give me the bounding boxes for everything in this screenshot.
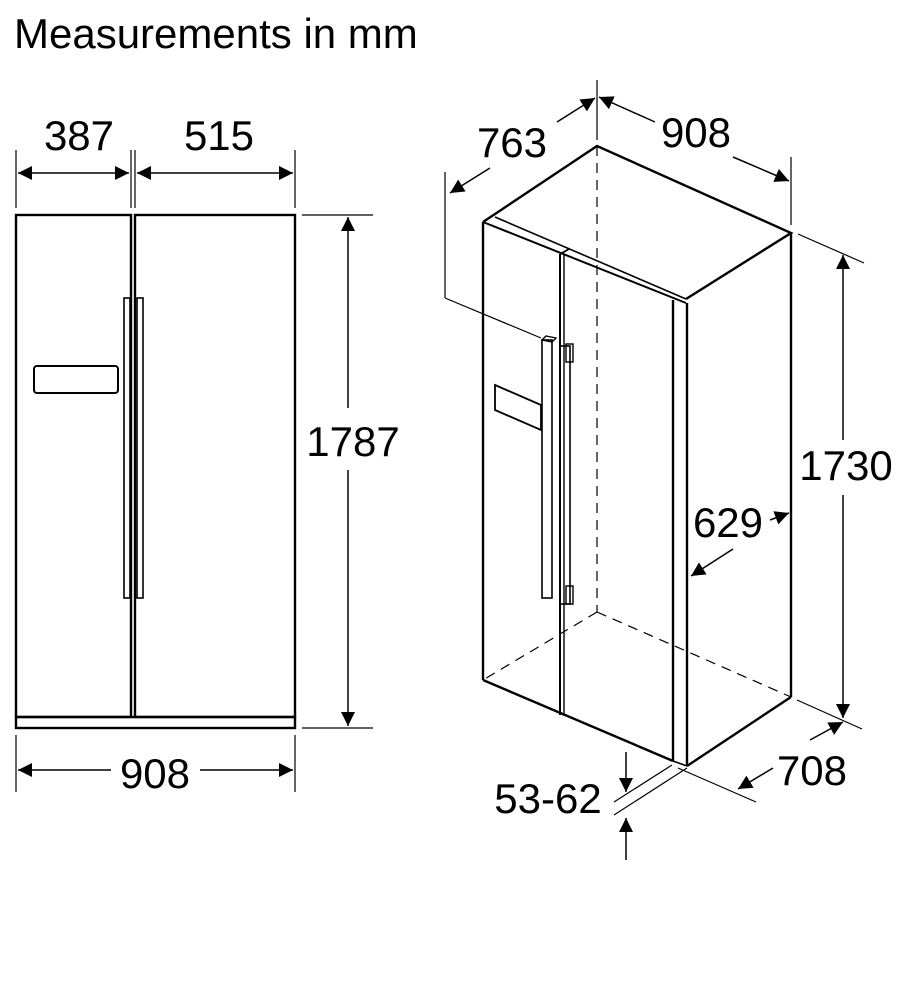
dim-label-depth: 708 [777,747,847,794]
dim-arrow-door-depth-a [769,511,790,525]
dim-arrow-depth-handle-a [449,167,491,194]
page-title: Measurements in mm [14,10,418,57]
dim-label-depth-with-handle: 763 [477,119,547,166]
dim-arrow-iso-width-b [732,156,790,182]
dim-arrow-depth-handle-b [556,97,596,123]
front-view [14,150,373,792]
dim-arrow-depth-b [737,767,774,790]
dim-label-total-height: 1787 [306,418,399,465]
dim-arrow-iso-width-a [598,96,656,123]
dim-label-right-door-width: 515 [184,112,254,159]
dim-arrow-depth-a [809,721,844,741]
dim-label-door-depth: 629 [693,499,763,546]
dim-arrow-door-depth-b [690,548,734,577]
dim-label-door-gap: 53-62 [494,775,601,822]
dim-label-total-width: 908 [120,750,190,797]
dim-label-iso-width: 908 [661,109,731,156]
dim-label-iso-height: 1730 [799,442,892,489]
dim-label-left-door-width: 387 [44,112,114,159]
iso-view [444,80,865,860]
